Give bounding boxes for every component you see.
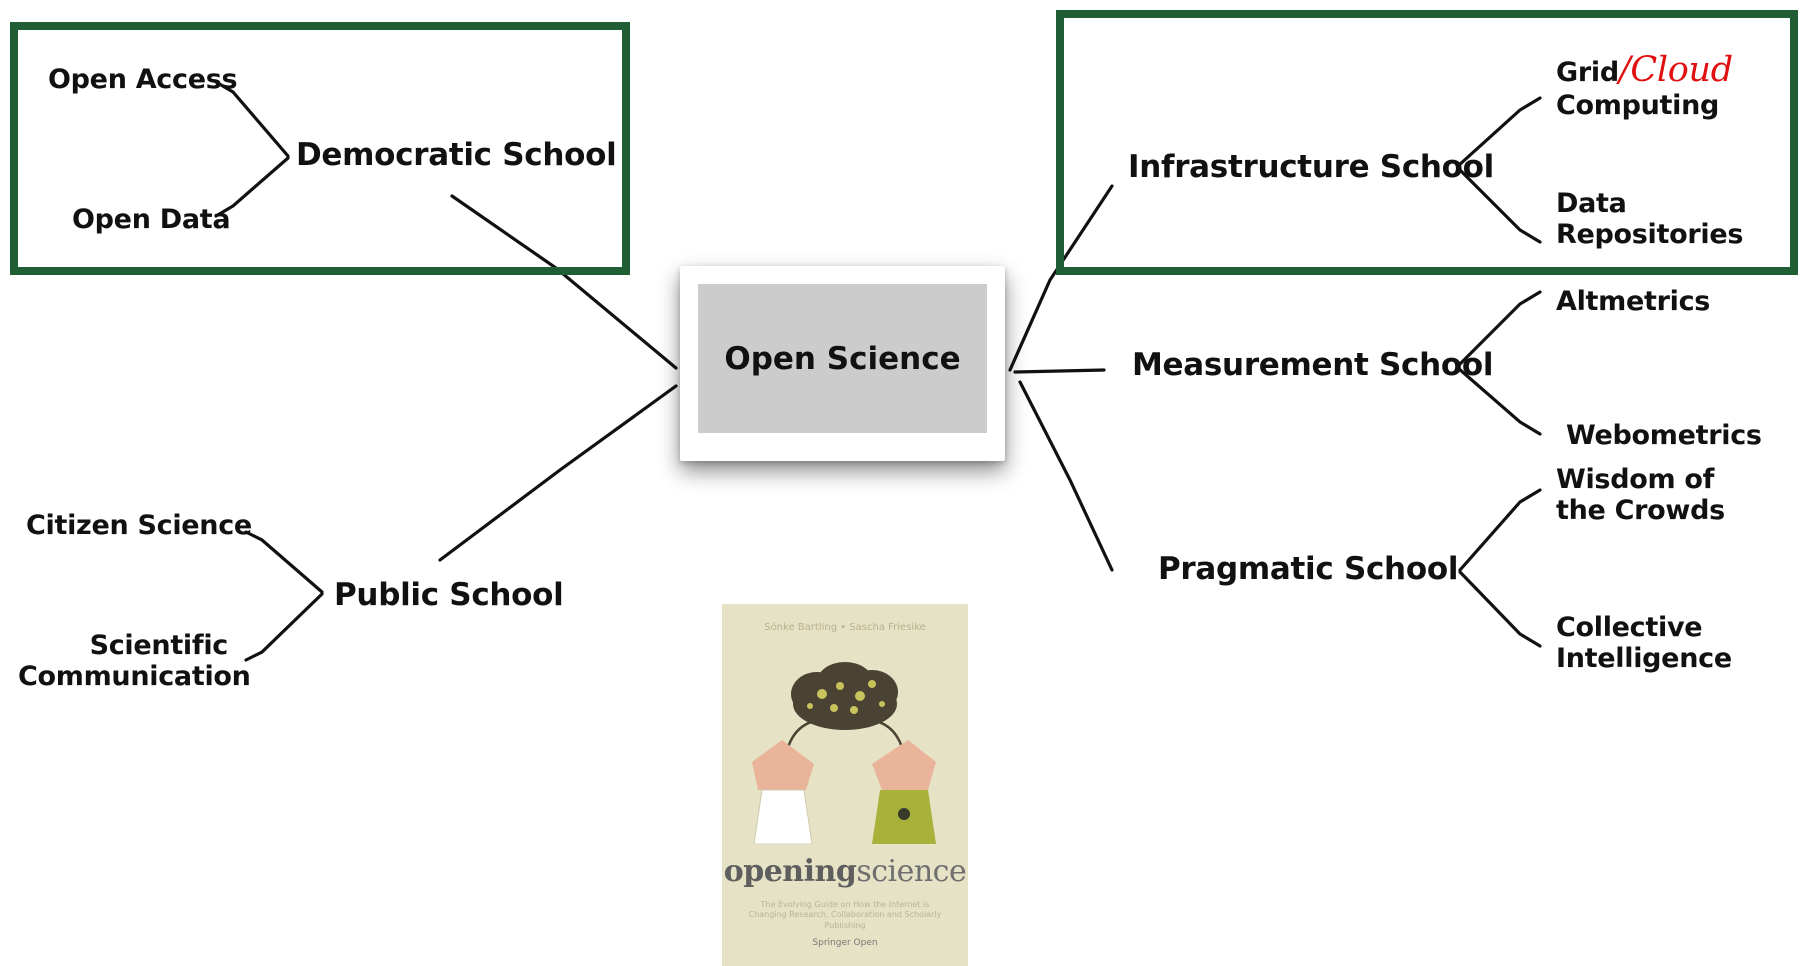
node-citizen-science: Citizen Science (26, 510, 252, 541)
line-citizen-science (244, 530, 324, 594)
center-node-label: Open Science (724, 340, 961, 377)
node-data-repositories: Data Repositories (1556, 188, 1744, 251)
book-cover-image: Sönke Bartling • Sascha Friesike opening… (722, 604, 968, 966)
book-title-light: science (856, 854, 967, 889)
grid-text: Grid (1556, 57, 1619, 88)
center-node-card: Open Science (680, 266, 1005, 461)
line-public-center (438, 384, 678, 562)
line-collective-intelligence (1458, 570, 1542, 648)
line-open-data (214, 156, 290, 218)
book-author: Sönke Bartling • Sascha Friesike (764, 622, 926, 633)
cloud-added-text: /Cloud (1618, 50, 1733, 90)
book-title: openingscience (722, 854, 968, 889)
node-measurement-school: Measurement School (1132, 347, 1494, 383)
node-wisdom-of-the-crowds: Wisdom of the Crowds (1556, 464, 1725, 527)
node-webometrics: Webometrics (1566, 420, 1762, 451)
book-publisher: Springer Open (812, 938, 878, 948)
line-open-access (214, 80, 290, 158)
computing-text: Computing (1556, 90, 1720, 122)
node-public-school: Public School (334, 577, 564, 613)
node-grid-cloud-computing: Grid/Cloud Computing (1556, 50, 1733, 121)
line-scientific-communication (244, 592, 324, 662)
center-node-box: Open Science (698, 284, 987, 433)
book-subtitle: The Evolving Guide on How the Internet i… (748, 900, 942, 930)
node-collective-intelligence: Collective Intelligence (1556, 612, 1732, 675)
node-democratic-school: Democratic School (296, 137, 617, 173)
line-data-repositories (1456, 166, 1542, 244)
book-title-bold: opening (723, 854, 857, 889)
line-center-pragmatic (1018, 380, 1114, 572)
infrastructure-highlight-frame (1056, 10, 1798, 275)
line-center-infrastructure (1008, 184, 1114, 372)
node-open-access: Open Access (48, 64, 238, 95)
line-webometrics (1456, 366, 1542, 436)
line-altmetrics (1456, 290, 1542, 368)
node-pragmatic-school: Pragmatic School (1158, 551, 1459, 587)
book-illustration (752, 662, 936, 844)
line-wisdom-crowds (1458, 488, 1542, 572)
node-altmetrics: Altmetrics (1556, 286, 1711, 317)
node-infrastructure-school: Infrastructure School (1128, 149, 1494, 185)
node-open-data: Open Data (72, 204, 231, 235)
node-scientific-communication: Scientific Communication (18, 630, 251, 693)
line-center-measurement (1013, 368, 1106, 374)
democratic-highlight-frame (10, 22, 630, 275)
line-grid-computing (1456, 96, 1542, 168)
